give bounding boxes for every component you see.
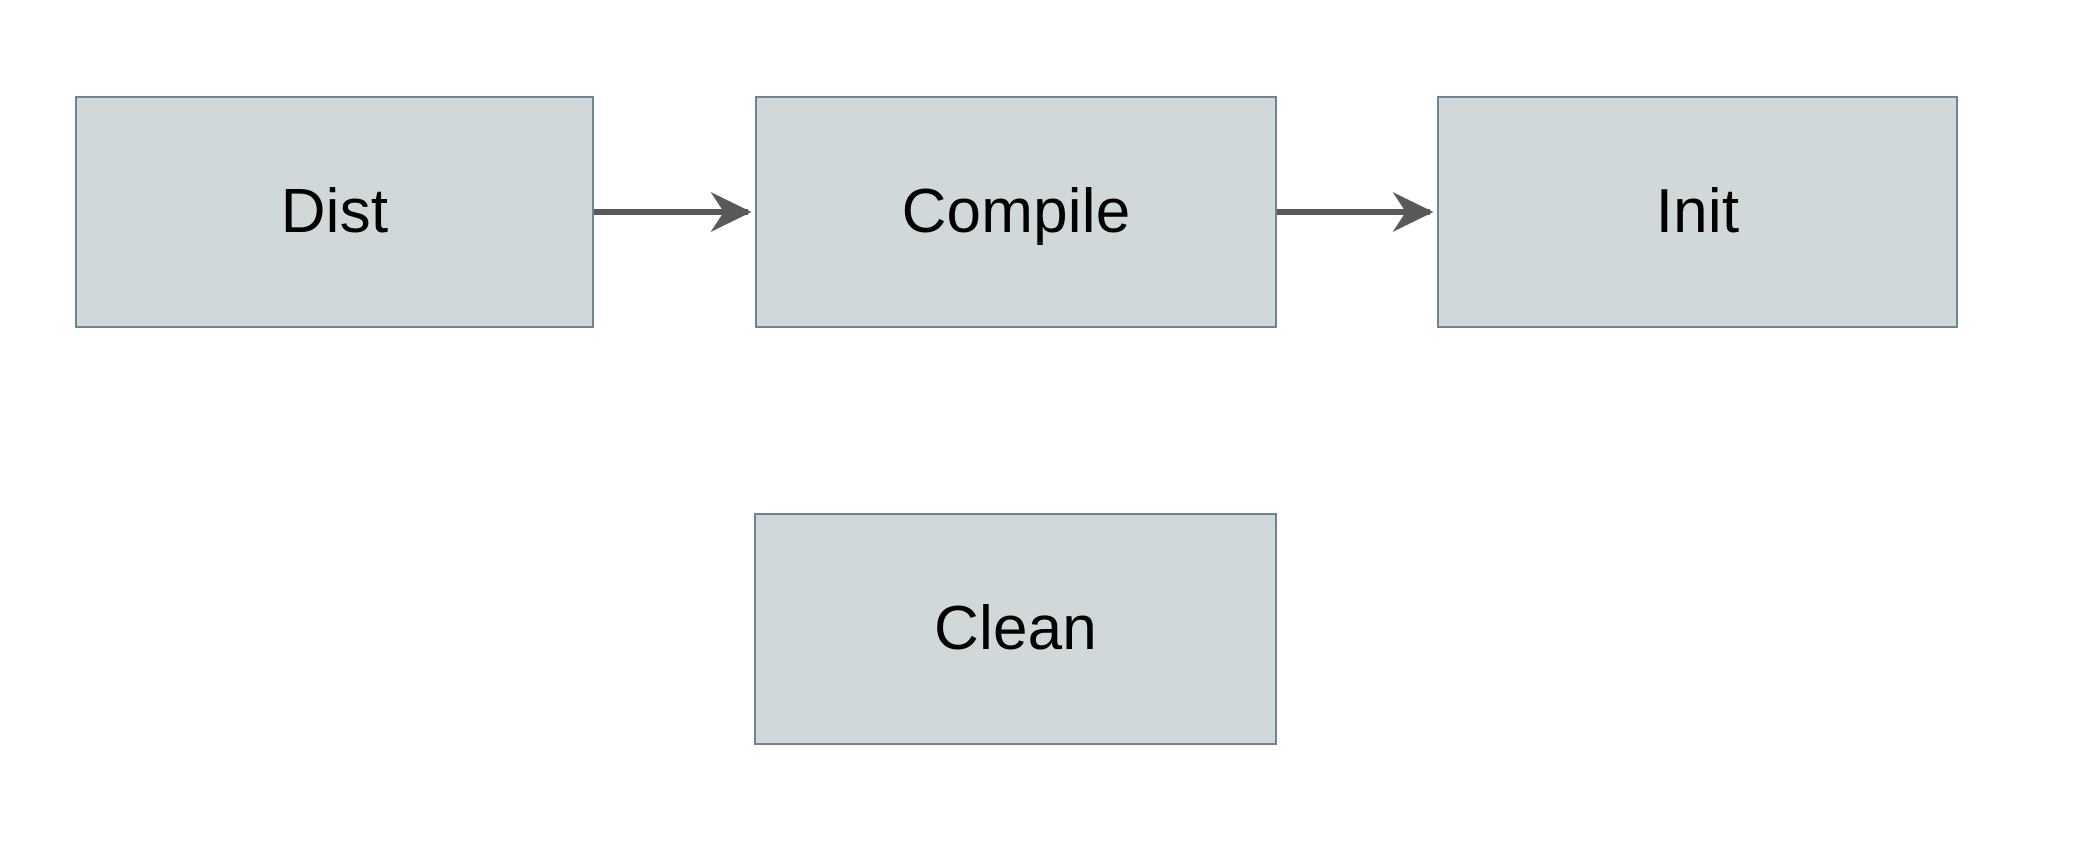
node-clean[interactable]: Clean (754, 513, 1277, 745)
node-dist[interactable]: Dist (75, 96, 594, 328)
node-init-label: Init (1655, 177, 1740, 246)
node-compile[interactable]: Compile (755, 96, 1277, 328)
node-clean-label: Clean (934, 594, 1097, 663)
node-compile-label: Compile (901, 177, 1131, 246)
node-init[interactable]: Init (1437, 96, 1958, 328)
node-dist-label: Dist (280, 177, 389, 246)
